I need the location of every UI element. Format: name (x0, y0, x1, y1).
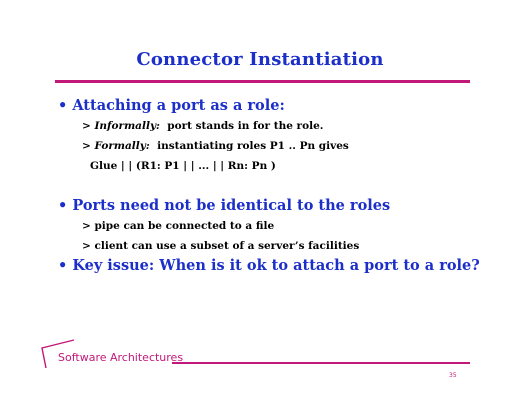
sub-prefix: > (82, 140, 95, 152)
glue-formula: Glue | | (R1: P1 | | ... | | Rn: Pn ) (90, 160, 276, 172)
bullet-key-issue: • Key issue: When is it ok to attach a p… (58, 257, 480, 274)
bullet-attaching-port: • Attaching a port as a role: (58, 97, 285, 114)
sub-bullet-pipe: > pipe can be connected to a file (82, 220, 275, 232)
footer-divider (172, 362, 470, 364)
footer-label: Software Architectures (58, 351, 184, 364)
sub-bullet-formally: > Formally: instantiating roles P1 .. Pn… (58, 136, 498, 156)
spacer (58, 176, 498, 196)
sub-bullet-client: > client can use a subset of a server’s … (82, 240, 360, 252)
emphasis-informally: Informally: (94, 120, 160, 132)
sub-text: instantiating roles P1 .. Pn gives (149, 140, 349, 152)
emphasis-formally: Formally: (94, 140, 150, 152)
title-divider (55, 80, 470, 83)
footer-bracket-icon (41, 339, 75, 369)
bullet-list: • Attaching a port as a role: > Informal… (58, 96, 498, 276)
sub-text: port stands in for the role. (159, 120, 324, 132)
sub-prefix: > (82, 120, 95, 132)
page-number: 35 (449, 372, 457, 379)
bullet-ports-roles: • Ports need not be identical to the rol… (58, 197, 391, 214)
sub-bullet-informally: > Informally: port stands in for the rol… (58, 116, 498, 136)
slide-title: Connector Instantiation (136, 49, 384, 70)
